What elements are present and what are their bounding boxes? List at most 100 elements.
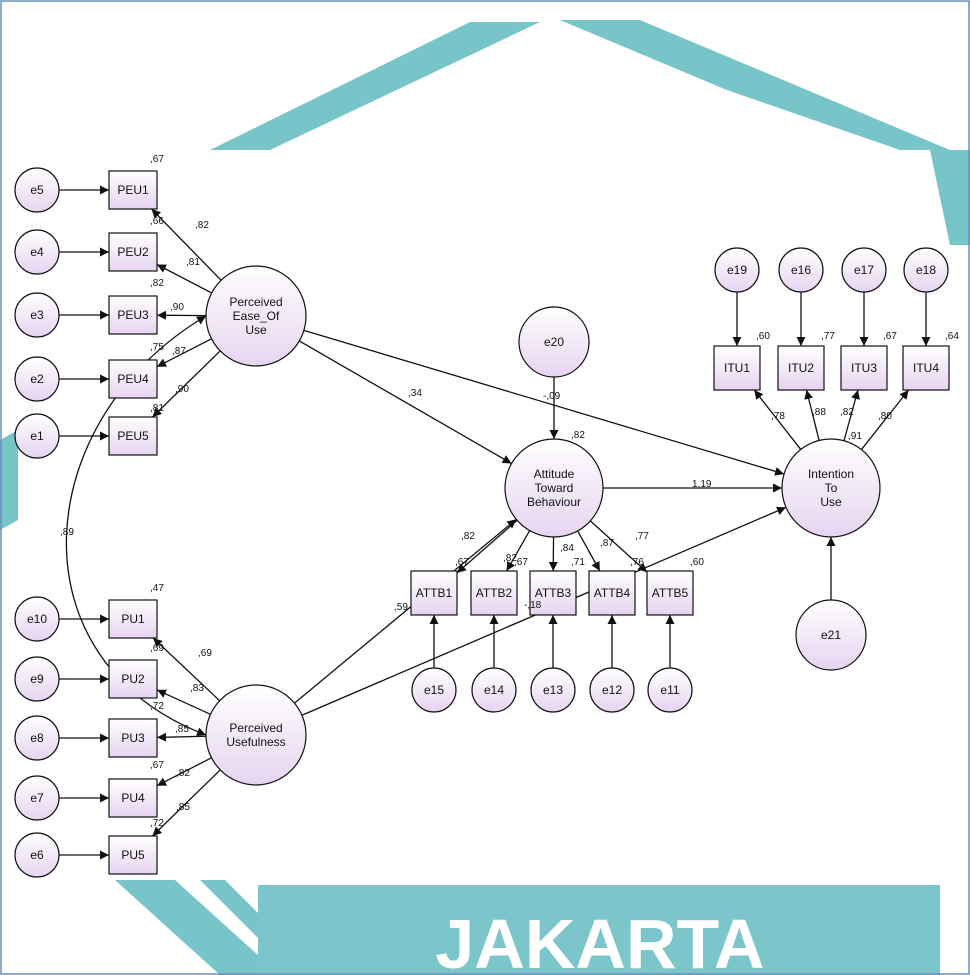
error-node-e15 xyxy=(411,667,457,713)
latent-attitude-toward-behaviour-label: Behaviour xyxy=(527,495,581,509)
error-node-e3 xyxy=(14,292,60,338)
indicator-PU3-label: PU3 xyxy=(121,731,145,745)
coefficient-layer: ,67,66,82,75,81,47,69,72,67,72,67,67,71,… xyxy=(60,154,959,829)
coef-pu-atb: ,59 xyxy=(394,602,408,613)
loading-arrow-ITU4 xyxy=(860,389,910,450)
error-node-e2-label: e2 xyxy=(30,372,44,386)
loading-arrow-ATTB5 xyxy=(589,520,648,573)
loading-arrow-PEU1 xyxy=(151,208,222,281)
latent-intention-to-use-label: To xyxy=(825,481,838,495)
error-node-e18-label: e18 xyxy=(916,263,936,277)
loading-arrow-ITU3 xyxy=(843,389,860,441)
indicator-ATTB1 xyxy=(410,570,458,616)
indicator-PEU5 xyxy=(108,416,158,456)
latent-intention-to-use-label: Intention xyxy=(808,467,854,481)
error-node-e9-label: e9 xyxy=(30,672,44,686)
r2-PU4: ,67 xyxy=(150,760,164,771)
indicator-ATTB5 xyxy=(646,570,694,616)
loading-PU3: ,85 xyxy=(175,724,189,735)
error-node-e15-label: e15 xyxy=(424,683,444,697)
path-peou-itu xyxy=(303,329,785,476)
indicator-PEU4-label: PEU4 xyxy=(117,372,149,386)
r2-PU5: ,72 xyxy=(150,818,164,829)
indicator-PEU1 xyxy=(108,170,158,210)
path-peou-atb xyxy=(298,340,512,465)
loading-arrow-PU5 xyxy=(152,769,221,837)
error-node-e16 xyxy=(778,247,824,293)
r2-ITU4: ,64 xyxy=(945,331,959,342)
indicator-ATTB3 xyxy=(529,570,577,616)
error-node-e19-label: e19 xyxy=(727,263,747,277)
error-node-e14 xyxy=(471,667,517,713)
indicator-ATTB4 xyxy=(588,570,636,616)
error-node-e2 xyxy=(14,356,60,402)
error-node-e20 xyxy=(518,306,590,378)
indicator-PU2 xyxy=(108,659,158,699)
error-node-e21 xyxy=(795,599,867,671)
loading-PU4: ,82 xyxy=(176,768,190,779)
indicator-ATTB3-label: ATTB3 xyxy=(535,586,572,600)
indicator-PU2-label: PU2 xyxy=(121,672,145,686)
r2-ATTB1: ,67 xyxy=(455,557,469,568)
path-pu-atb xyxy=(294,518,517,704)
coef-peou-itu: -,09 xyxy=(543,391,561,402)
indicator-ITU3-label: ITU3 xyxy=(851,361,877,375)
loading-PU5: ,85 xyxy=(176,802,190,813)
r2-ITU3: ,67 xyxy=(883,331,897,342)
r2-PEU2: ,66 xyxy=(150,216,164,227)
indicator-PU1 xyxy=(108,599,158,639)
coef-peou-atb: ,34 xyxy=(408,388,422,399)
indicator-ITU2 xyxy=(777,345,825,391)
indicator-ATTB4-label: ATTB4 xyxy=(594,586,631,600)
r2-ITU2: ,77 xyxy=(821,331,835,342)
indicator-ITU4-label: ITU4 xyxy=(913,361,939,375)
latent-intention-to-use xyxy=(781,438,881,538)
loading-arrow-PU4 xyxy=(156,757,212,787)
loading-ITU2: ,88 xyxy=(812,407,826,418)
error-node-e12 xyxy=(589,667,635,713)
r2-PEU3: ,82 xyxy=(150,278,164,289)
indicator-ATTB1-label: ATTB1 xyxy=(416,586,453,600)
loading-ATTB3: ,84 xyxy=(560,543,574,554)
indicator-PEU2-label: PEU2 xyxy=(117,245,149,259)
indicator-ATTB2-label: ATTB2 xyxy=(476,586,513,600)
indicator-PEU3 xyxy=(108,295,158,335)
indicator-PU5-label: PU5 xyxy=(121,848,145,862)
error-node-e20-label: e20 xyxy=(544,335,564,349)
error-node-e19 xyxy=(714,247,760,293)
error-node-e3-label: e3 xyxy=(30,308,44,322)
node-layer: PerceivedEase_OfUsePerceivedUsefulnessAt… xyxy=(14,167,950,878)
loading-arrow-ITU2 xyxy=(804,389,820,441)
indicator-ITU3 xyxy=(840,345,888,391)
loading-ATTB2: ,82 xyxy=(503,553,517,564)
r2-ATTB3: ,71 xyxy=(571,557,585,568)
error-node-e11-label: e11 xyxy=(660,683,679,697)
error-node-e5-label: e5 xyxy=(30,183,44,197)
r2-ITU1: ,60 xyxy=(756,331,770,342)
loading-ATTB1: ,82 xyxy=(461,531,475,542)
error-node-e7-label: e7 xyxy=(30,791,44,805)
latent-attitude-toward-behaviour xyxy=(504,438,604,538)
loading-arrow-ITU1 xyxy=(753,389,802,450)
error-node-e14-label: e14 xyxy=(484,683,504,697)
error-node-e9 xyxy=(14,656,60,702)
loading-arrow-PEU5 xyxy=(152,350,221,418)
error-node-e17-label: e17 xyxy=(854,263,874,277)
error-node-e8-label: e8 xyxy=(30,731,44,745)
latent-perceived-ease-of-use-label: Perceived xyxy=(229,295,282,309)
latent-perceived-usefulness-label: Usefulness xyxy=(226,735,285,749)
indicator-ITU4 xyxy=(902,345,950,391)
loading-PEU3: ,90 xyxy=(170,302,184,313)
loading-ATTB5: ,77 xyxy=(635,531,649,542)
r2-PEU4: ,75 xyxy=(150,342,164,353)
error-node-e11 xyxy=(647,667,693,713)
r2-PEU1: ,67 xyxy=(150,154,164,165)
loading-PU1: ,69 xyxy=(198,648,212,659)
latent-perceived-ease-of-use-label: Use xyxy=(245,323,267,337)
indicator-PEU3-label: PEU3 xyxy=(117,308,149,322)
indicator-ITU1 xyxy=(713,345,761,391)
loading-ATTB4: ,87 xyxy=(600,538,614,549)
error-node-e13-label: e13 xyxy=(543,683,563,697)
